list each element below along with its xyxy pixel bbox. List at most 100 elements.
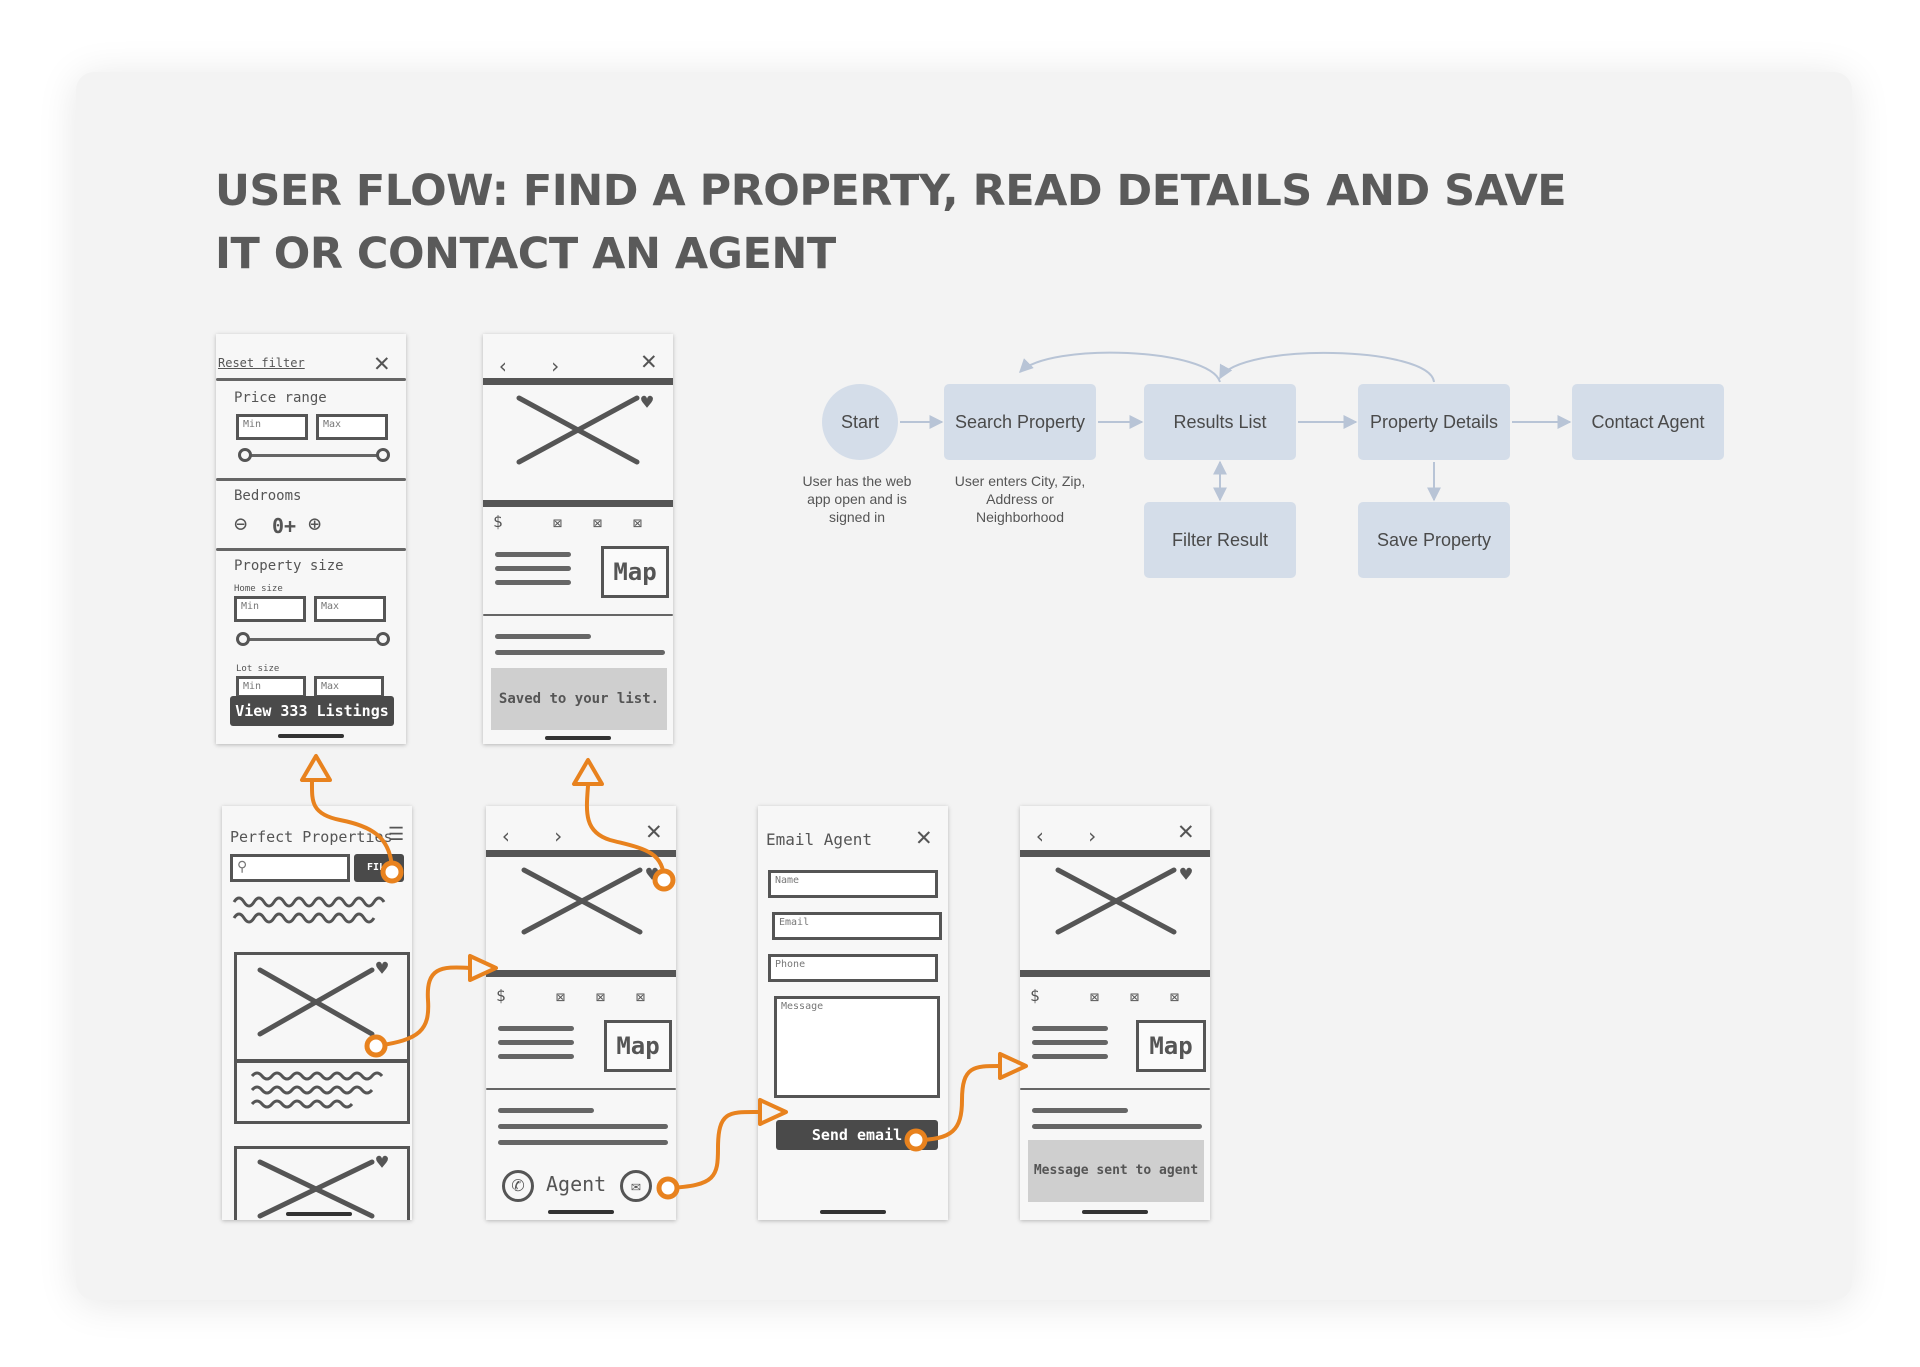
divider (216, 548, 406, 551)
divider (483, 614, 673, 616)
message-sent-toast: Message sent to agent (1028, 1140, 1204, 1202)
lot-size-label: Lot size (236, 664, 280, 674)
chevron-left-icon[interactable]: ‹ (500, 824, 513, 848)
text-line (495, 634, 591, 639)
price-slider-track[interactable] (244, 454, 382, 457)
filter-button[interactable]: FILT (354, 854, 404, 882)
agent-label: Agent (546, 1172, 607, 1196)
email-placeholder: Email (779, 917, 810, 928)
text-line (498, 1140, 668, 1145)
box-icon: ⊠ (636, 988, 646, 1006)
flow-save-label: Save Property (1376, 529, 1492, 550)
view-listings-button[interactable]: View 333 Listings (230, 696, 394, 726)
name-field[interactable]: Name (768, 870, 938, 898)
phone-field[interactable]: Phone (768, 954, 938, 982)
chevron-left-icon[interactable]: ‹ (1034, 824, 1047, 848)
email-field[interactable]: Email (772, 912, 942, 940)
price-max-placeholder: Max (323, 419, 342, 430)
text-line (498, 1108, 594, 1113)
email-agent-title: Email Agent (766, 830, 872, 849)
divider (483, 378, 673, 385)
message-field[interactable]: Message (774, 996, 940, 1098)
home-max-field[interactable]: Max (314, 596, 386, 622)
chevron-right-icon[interactable]: › (549, 354, 562, 378)
flow-results-label: Results List (1173, 411, 1267, 432)
price-min-field[interactable]: Min (236, 414, 308, 440)
text-line (1032, 1108, 1128, 1113)
flow-contact-node: Contact Agent (1572, 384, 1724, 460)
mail-icon[interactable]: ✉ (620, 1170, 652, 1202)
heart-icon[interactable]: ♥ (1180, 862, 1193, 886)
price-range-label: Price range (234, 390, 327, 406)
image-placeholder-icon (521, 867, 643, 935)
image-placeholder-icon (1055, 867, 1177, 935)
reset-filter-link[interactable]: Reset filter (218, 356, 305, 370)
map-thumbnail[interactable]: Map (601, 546, 669, 598)
flow-search-node: Search Property (944, 384, 1096, 460)
flow-save-node: Save Property (1358, 502, 1510, 578)
heart-icon[interactable]: ♥ (641, 390, 654, 414)
search-input[interactable]: ⚲ (230, 854, 350, 882)
text-line (495, 580, 571, 585)
box-icon: ⊠ (1170, 988, 1180, 1006)
divider (1020, 970, 1210, 977)
home-slider-handle-min[interactable] (236, 632, 250, 646)
close-icon[interactable]: ✕ (641, 346, 657, 376)
divider (216, 378, 406, 381)
home-slider-track[interactable] (242, 638, 382, 641)
scribble-text (250, 1071, 384, 1109)
close-icon[interactable]: ✕ (916, 822, 932, 852)
divider (486, 970, 676, 977)
text-line (1032, 1026, 1108, 1031)
home-size-label: Home size (234, 584, 283, 594)
close-icon[interactable]: ✕ (1178, 816, 1194, 846)
heart-icon[interactable]: ♥ (646, 862, 659, 886)
price-icon: $ (496, 986, 506, 1005)
chevron-right-icon[interactable]: › (1086, 824, 1099, 848)
map-thumbnail[interactable]: Map (604, 1020, 672, 1072)
menu-icon[interactable]: ☰ (388, 824, 405, 845)
scribble-text (232, 896, 386, 924)
bedrooms-label: Bedrooms (234, 488, 302, 504)
box-icon: ⊠ (1130, 988, 1140, 1006)
send-email-button[interactable]: Send email (776, 1120, 938, 1150)
lot-min-field[interactable]: Min (236, 676, 306, 698)
price-slider-handle-max[interactable] (376, 448, 390, 462)
phone-icon[interactable]: ✆ (502, 1170, 534, 1202)
chevron-left-icon[interactable]: ‹ (497, 354, 510, 378)
phone-placeholder: Phone (775, 959, 806, 970)
minus-icon[interactable]: ⊖ (234, 512, 248, 537)
plus-icon[interactable]: ⊕ (308, 512, 322, 537)
flow-details-label: Property Details (1369, 411, 1499, 432)
heart-icon[interactable]: ♥ (376, 956, 389, 980)
flow-filter-label: Filter Result (1171, 529, 1269, 550)
text-line (498, 1054, 574, 1059)
text-line (495, 552, 571, 557)
filter-screen: Reset filter ✕ Price range Min Max Bedro… (216, 334, 406, 744)
box-icon: ⊠ (593, 514, 603, 532)
close-icon[interactable]: ✕ (646, 816, 662, 846)
home-min-placeholder: Min (241, 601, 260, 612)
bedrooms-value: 0+ (272, 514, 297, 538)
image-placeholder-icon (257, 967, 375, 1037)
price-slider-handle-min[interactable] (238, 448, 252, 462)
box-icon: ⊠ (1090, 988, 1100, 1006)
home-slider-handle-max[interactable] (376, 632, 390, 646)
image-placeholder-icon (257, 1159, 375, 1219)
chevron-right-icon[interactable]: › (552, 824, 565, 848)
heart-icon[interactable]: ♥ (376, 1150, 389, 1174)
text-line (1032, 1124, 1202, 1129)
close-icon[interactable]: ✕ (374, 348, 390, 378)
box-icon: ⊠ (596, 988, 606, 1006)
listing-card[interactable] (234, 1146, 410, 1220)
price-max-field[interactable]: Max (316, 414, 388, 440)
text-line (498, 1124, 668, 1129)
lot-max-field[interactable]: Max (314, 676, 384, 698)
lot-max-placeholder: Max (321, 681, 340, 692)
flow-filter-node: Filter Result (1144, 502, 1296, 578)
map-thumbnail[interactable]: Map (1136, 1020, 1206, 1072)
lot-min-placeholder: Min (243, 681, 262, 692)
home-min-field[interactable]: Min (234, 596, 306, 622)
arrow-details-results-loop (1219, 351, 1435, 383)
arrow-results-search-loop (1019, 351, 1221, 383)
